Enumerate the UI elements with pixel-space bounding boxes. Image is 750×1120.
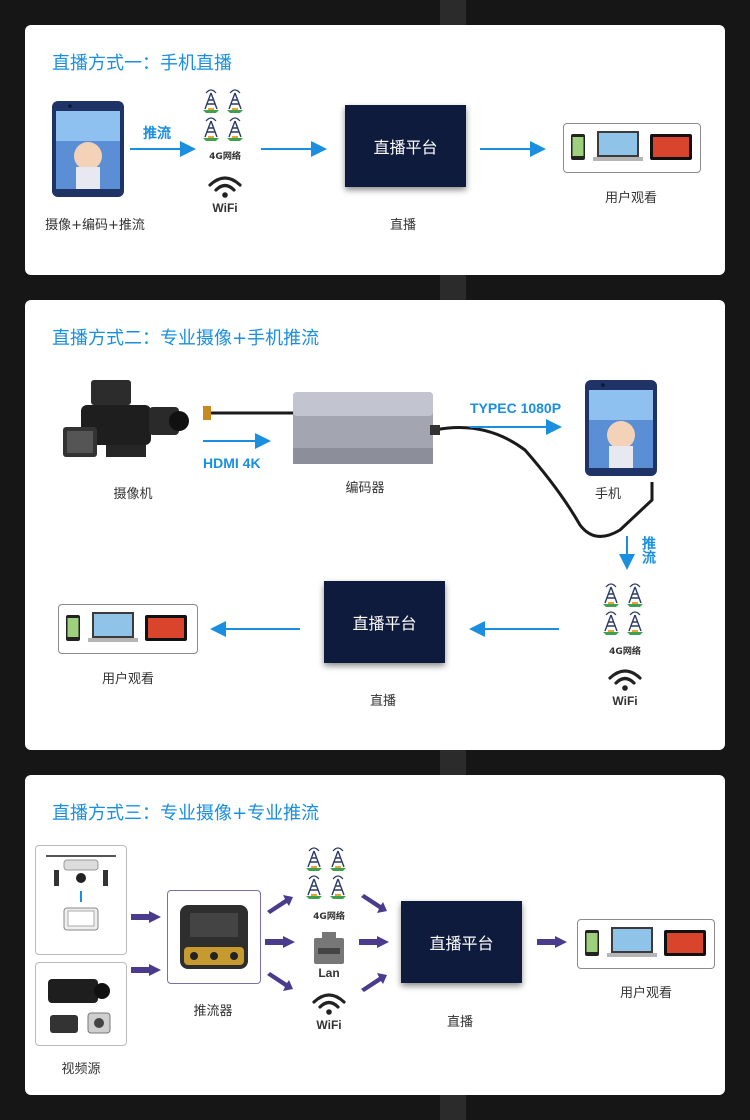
- panel-pro-camera-pro-push: 直播方式三：专业摄像+专业推流 视频源 推流器: [25, 775, 725, 1095]
- viewer-devices: [58, 604, 198, 654]
- viewer-devices-icon: [571, 131, 692, 161]
- arrow-right-icon: [480, 141, 546, 157]
- phone-caption: 手机: [594, 487, 622, 502]
- streaming-encoder-device: [167, 890, 261, 984]
- arrow-left-icon: [210, 621, 300, 637]
- smartphone-icon: [585, 380, 657, 476]
- wifi-label: WiFi: [612, 694, 638, 708]
- viewer-devices: [563, 123, 701, 173]
- panel-title: 直播方式一：手机直播: [52, 53, 232, 74]
- arrow-down-icon: [619, 536, 635, 570]
- phone-caption: 摄像+编码+推流: [45, 218, 145, 233]
- viewer-caption: 用户观看: [619, 986, 673, 1001]
- panel-title: 直播方式三：专业摄像+专业推流: [52, 803, 320, 824]
- cell-tower-icon: [305, 847, 347, 900]
- smartphone-icon: [52, 101, 124, 197]
- wifi-icon: [208, 176, 242, 200]
- typec-cable: [430, 425, 654, 538]
- wifi-label: WiFi: [316, 1018, 342, 1032]
- encoder-device-icon: [180, 905, 248, 969]
- hdmi-label: HDMI 4K: [203, 455, 261, 471]
- platform-caption: 直播: [446, 1015, 474, 1030]
- viewer-caption: 用户观看: [101, 672, 155, 687]
- panel-title: 直播方式二：专业摄像+手机推流: [52, 328, 320, 349]
- arrow-right-icon: [265, 936, 295, 948]
- panel-pro-camera-phone-push: 直播方式二：专业摄像+手机推流 摄像机 HDMI 4K 编码器 TYPEC 10…: [25, 300, 725, 750]
- typec-label: TYPEC 1080P: [470, 400, 562, 416]
- wifi-icon: [608, 669, 642, 693]
- camera-caption: 摄像机: [113, 487, 153, 502]
- network-label: 4G网络: [209, 152, 241, 162]
- encoder-caption: 编码器: [345, 481, 385, 496]
- viewer-devices-icon: [585, 927, 706, 957]
- viewer-devices-icon: [66, 612, 187, 642]
- hdmi-cable: [203, 406, 295, 420]
- drone-source: [35, 845, 127, 955]
- encoder-device-icon: [293, 392, 433, 464]
- live-platform-box: 直播平台: [324, 581, 445, 663]
- lan-label: Lan: [318, 966, 340, 980]
- arrow-right-icon: [359, 936, 389, 948]
- arrow-right-icon: [131, 964, 161, 976]
- arrow-right-icon: [131, 911, 161, 923]
- platform-caption: 直播: [369, 694, 397, 709]
- arrow-right-icon: [130, 141, 196, 157]
- arrow-down-right-icon: [361, 894, 387, 913]
- arrow-left-icon: [469, 621, 559, 637]
- camera-source: [35, 962, 127, 1046]
- network-label: 4G网络: [609, 647, 641, 657]
- arrow-up-right-icon: [267, 895, 293, 914]
- arrow-right-icon: [537, 936, 567, 948]
- live-platform-box: 直播平台: [401, 901, 522, 983]
- video-camera-icon: [48, 979, 111, 1034]
- arrow-right-icon: [203, 433, 271, 449]
- arrow-up-right-icon: [361, 973, 387, 992]
- arrow-right-icon: [470, 419, 562, 435]
- wifi-icon: [312, 993, 346, 1017]
- viewer-devices: [577, 919, 715, 969]
- platform-caption: 直播: [389, 218, 417, 233]
- arrow-down-right-icon: [267, 972, 293, 991]
- lan-port-icon: [314, 932, 344, 964]
- push-label: 推流: [641, 536, 657, 564]
- video-camera-icon: [63, 380, 189, 457]
- source-caption: 视频源: [61, 1062, 101, 1077]
- viewer-caption: 用户观看: [604, 191, 658, 206]
- pusher-caption: 推流器: [193, 1004, 233, 1019]
- push-arrow-label: 推流: [143, 125, 171, 141]
- wifi-label: WiFi: [212, 201, 238, 215]
- cell-tower-icon: [602, 583, 644, 636]
- cell-tower-icon: [202, 89, 244, 142]
- live-platform-box: 直播平台: [345, 105, 466, 187]
- network-label: 4G网络: [313, 912, 345, 922]
- arrow-right-icon: [261, 141, 327, 157]
- drone-icon: [46, 855, 116, 931]
- panel-phone-live: 直播方式一：手机直播 摄像+编码+推流 推流 4G网络 WiFi 直播平台 直播…: [25, 25, 725, 275]
